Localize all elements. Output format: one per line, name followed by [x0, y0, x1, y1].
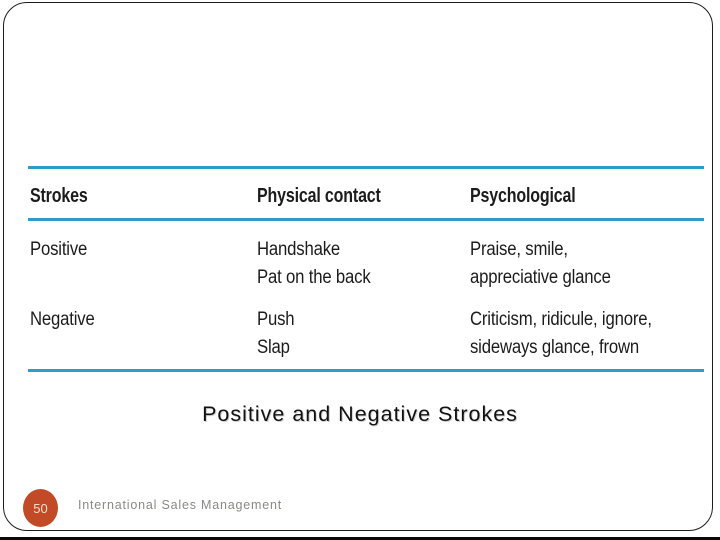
bottom-edge-bar	[0, 537, 720, 540]
table-rule-bottom	[28, 369, 704, 372]
footer-course-title: International Sales Management	[78, 498, 282, 512]
table-cell-negative-psychological: Criticism, ridicule, ignore, sideways gl…	[470, 306, 652, 362]
table-rule-top	[28, 166, 704, 169]
cell-line: Praise, smile,	[470, 239, 568, 260]
page-number-badge: 50	[23, 489, 58, 527]
cell-line: Handshake	[257, 239, 341, 260]
table-cell-negative-label: Negative	[30, 309, 95, 330]
cell-line: Slap	[257, 337, 290, 358]
table-cell-positive-label: Positive	[30, 239, 88, 260]
table-cell-positive-psychological: Praise, smile, appreciative glance	[470, 236, 611, 292]
table-header-psychological: Psychological	[470, 185, 576, 207]
table-rule-under-header	[28, 218, 704, 221]
table-cell-positive-physical: Handshake Pat on the back	[257, 236, 371, 292]
cell-line: Pat on the back	[257, 267, 371, 288]
table-header-physical-contact: Physical contact	[257, 185, 381, 207]
table-cell-negative-physical: Push Slap	[257, 306, 295, 362]
cell-line: sideways glance, frown	[470, 337, 639, 358]
table-header-strokes: Strokes	[30, 185, 88, 207]
cell-line: appreciative glance	[470, 267, 611, 288]
cell-line: Criticism, ridicule, ignore,	[470, 309, 652, 330]
table-caption: Positive and Negative Strokes	[202, 402, 518, 426]
cell-line: Push	[257, 309, 295, 330]
strokes-table: Strokes Physical contact Psychological P…	[28, 160, 705, 375]
